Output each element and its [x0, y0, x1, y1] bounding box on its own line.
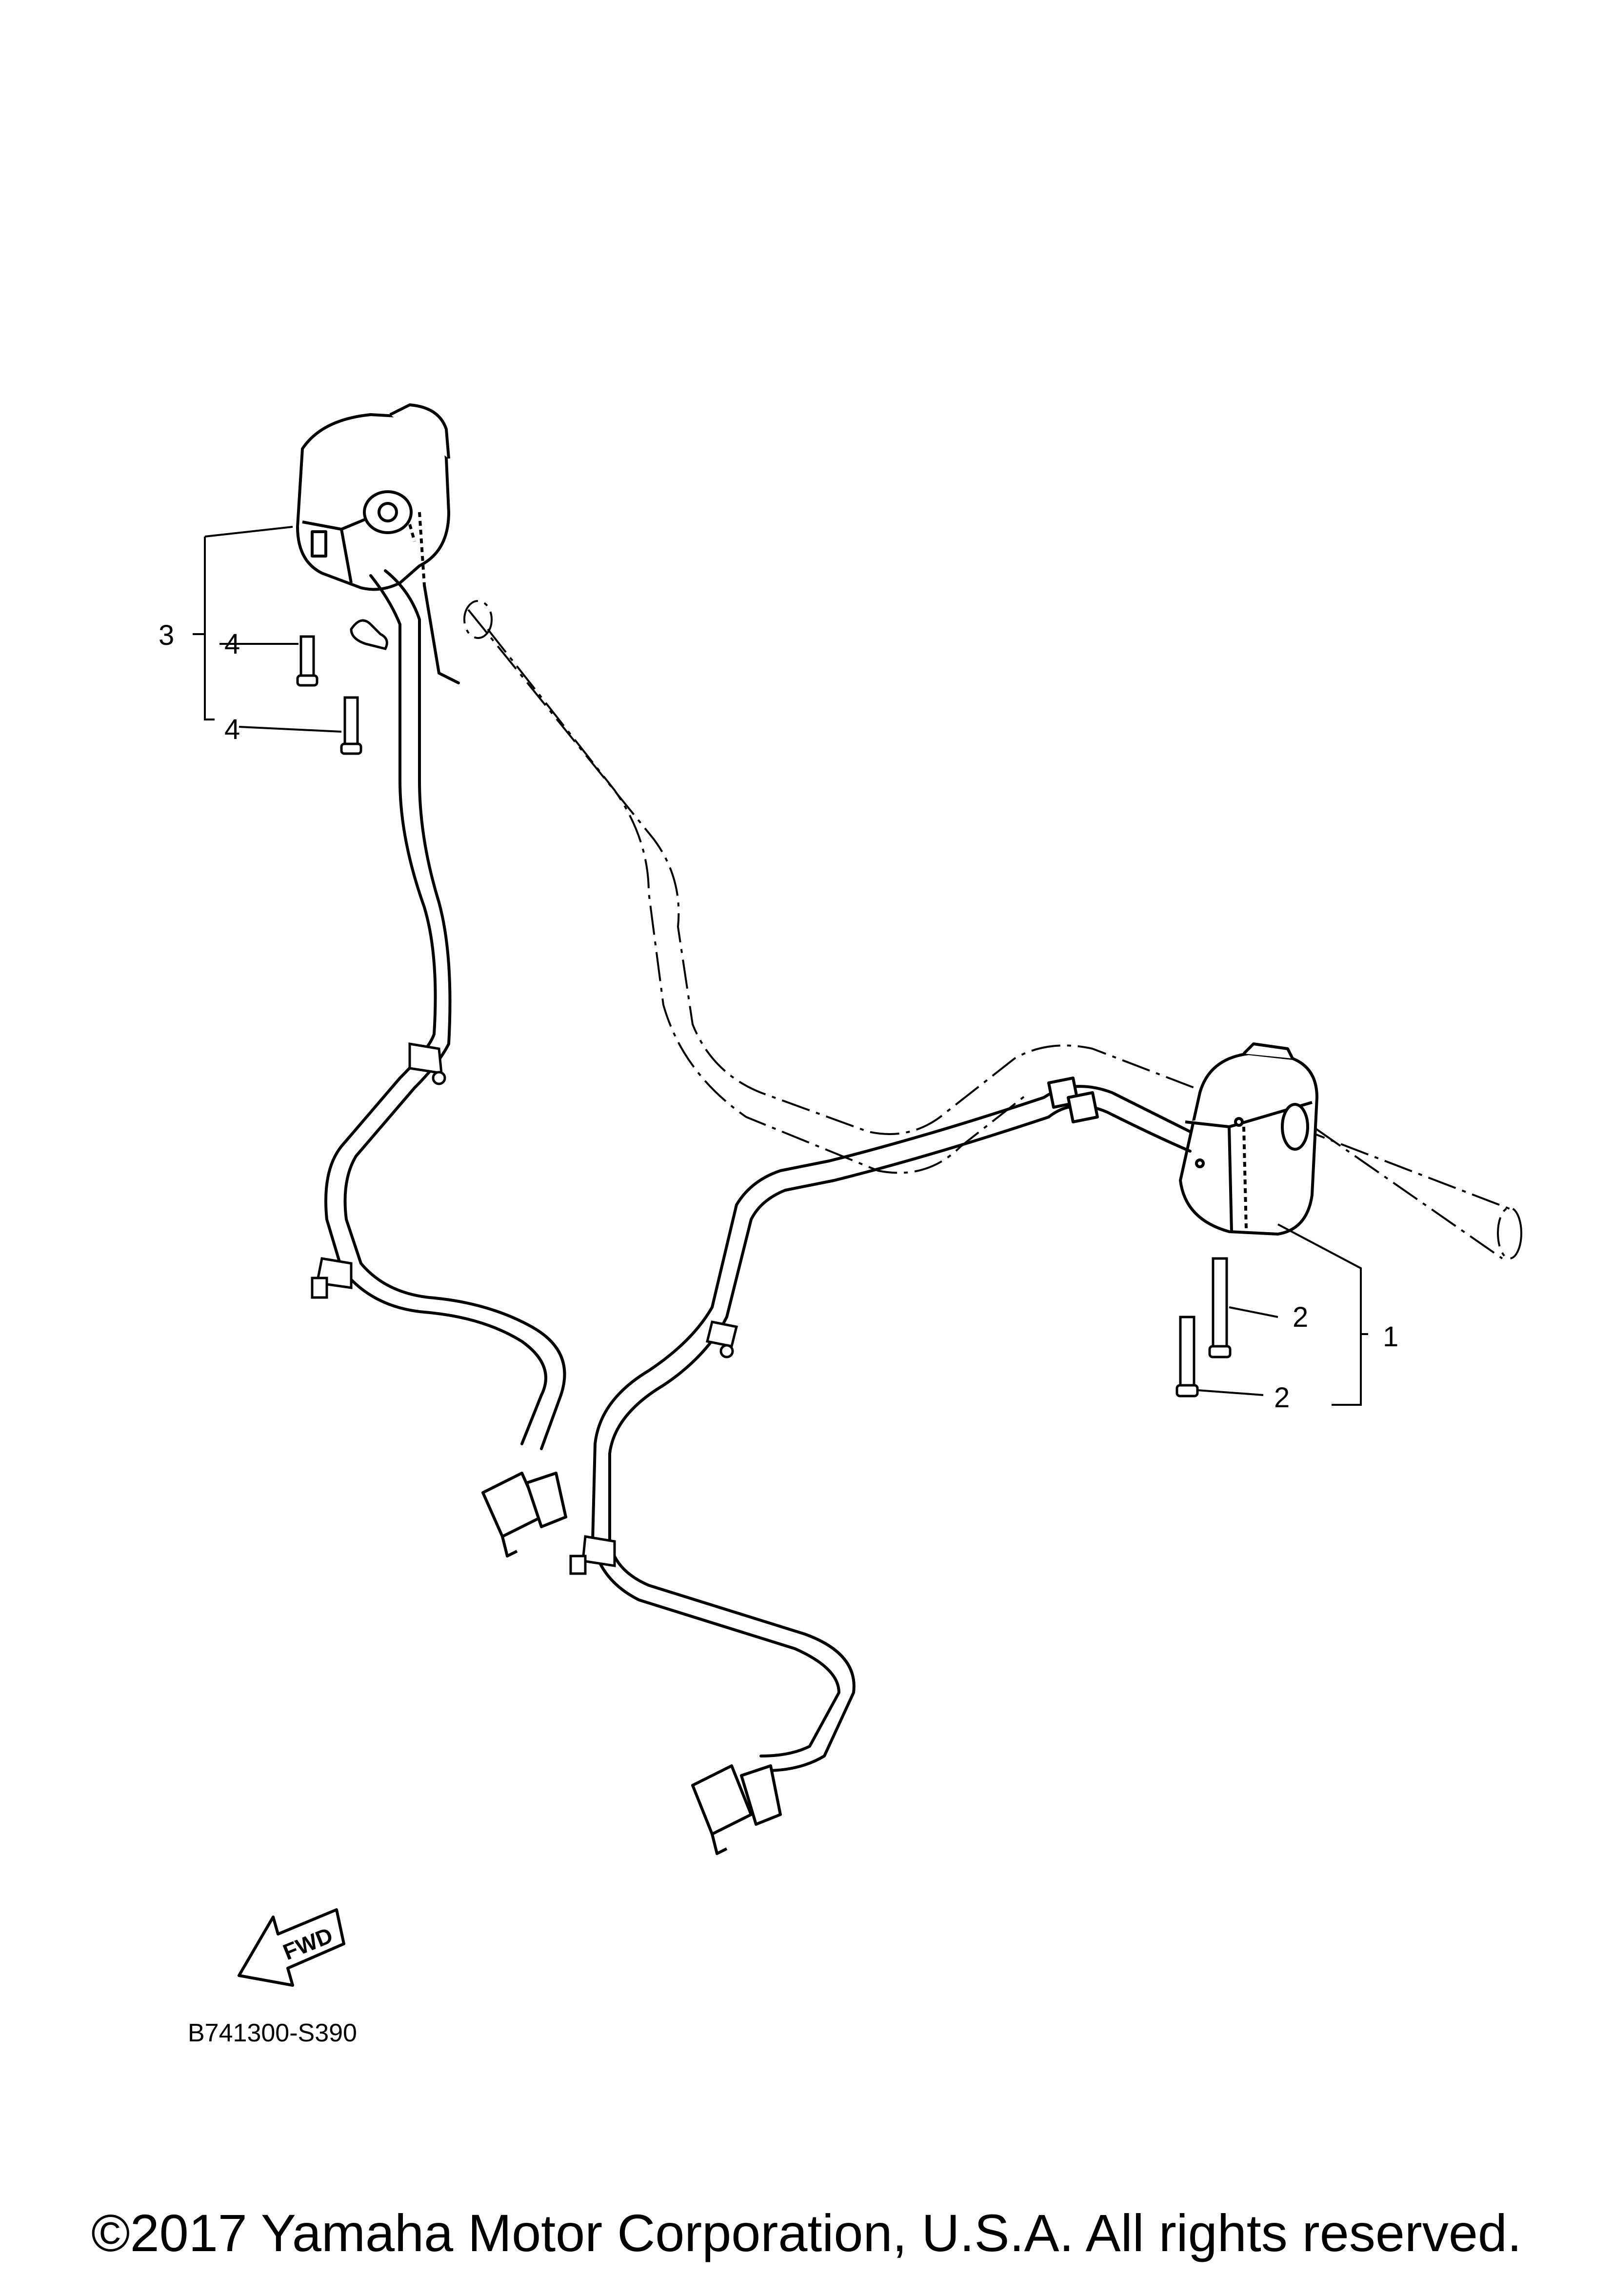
copyright-footer: ©2017 Yamaha Motor Corporation, U.S.A. A…	[91, 2203, 1522, 2262]
callout-2: 2	[1293, 1301, 1308, 1333]
handlebar-phantom	[463, 600, 1522, 1259]
screws	[296, 619, 1232, 1398]
right-wire-harness	[591, 1085, 1192, 1772]
callout-1: 1	[1383, 1321, 1398, 1353]
harness-clamps	[311, 1042, 738, 1575]
left-wire-harness	[324, 569, 566, 1450]
left-handlebar-switch	[296, 403, 450, 591]
fwd-arrow-icon: FWD	[238, 1908, 345, 1987]
harness-connectors	[481, 1077, 1099, 1855]
callout-2: 2	[1274, 1382, 1290, 1414]
callout-3: 3	[159, 619, 174, 651]
diagram-code: B741300-S390	[188, 2019, 357, 2047]
callout-4: 4	[224, 714, 240, 745]
right-handlebar-switch	[1179, 1042, 1318, 1236]
callout-4: 4	[224, 628, 240, 660]
leader-lines	[193, 526, 1368, 1406]
